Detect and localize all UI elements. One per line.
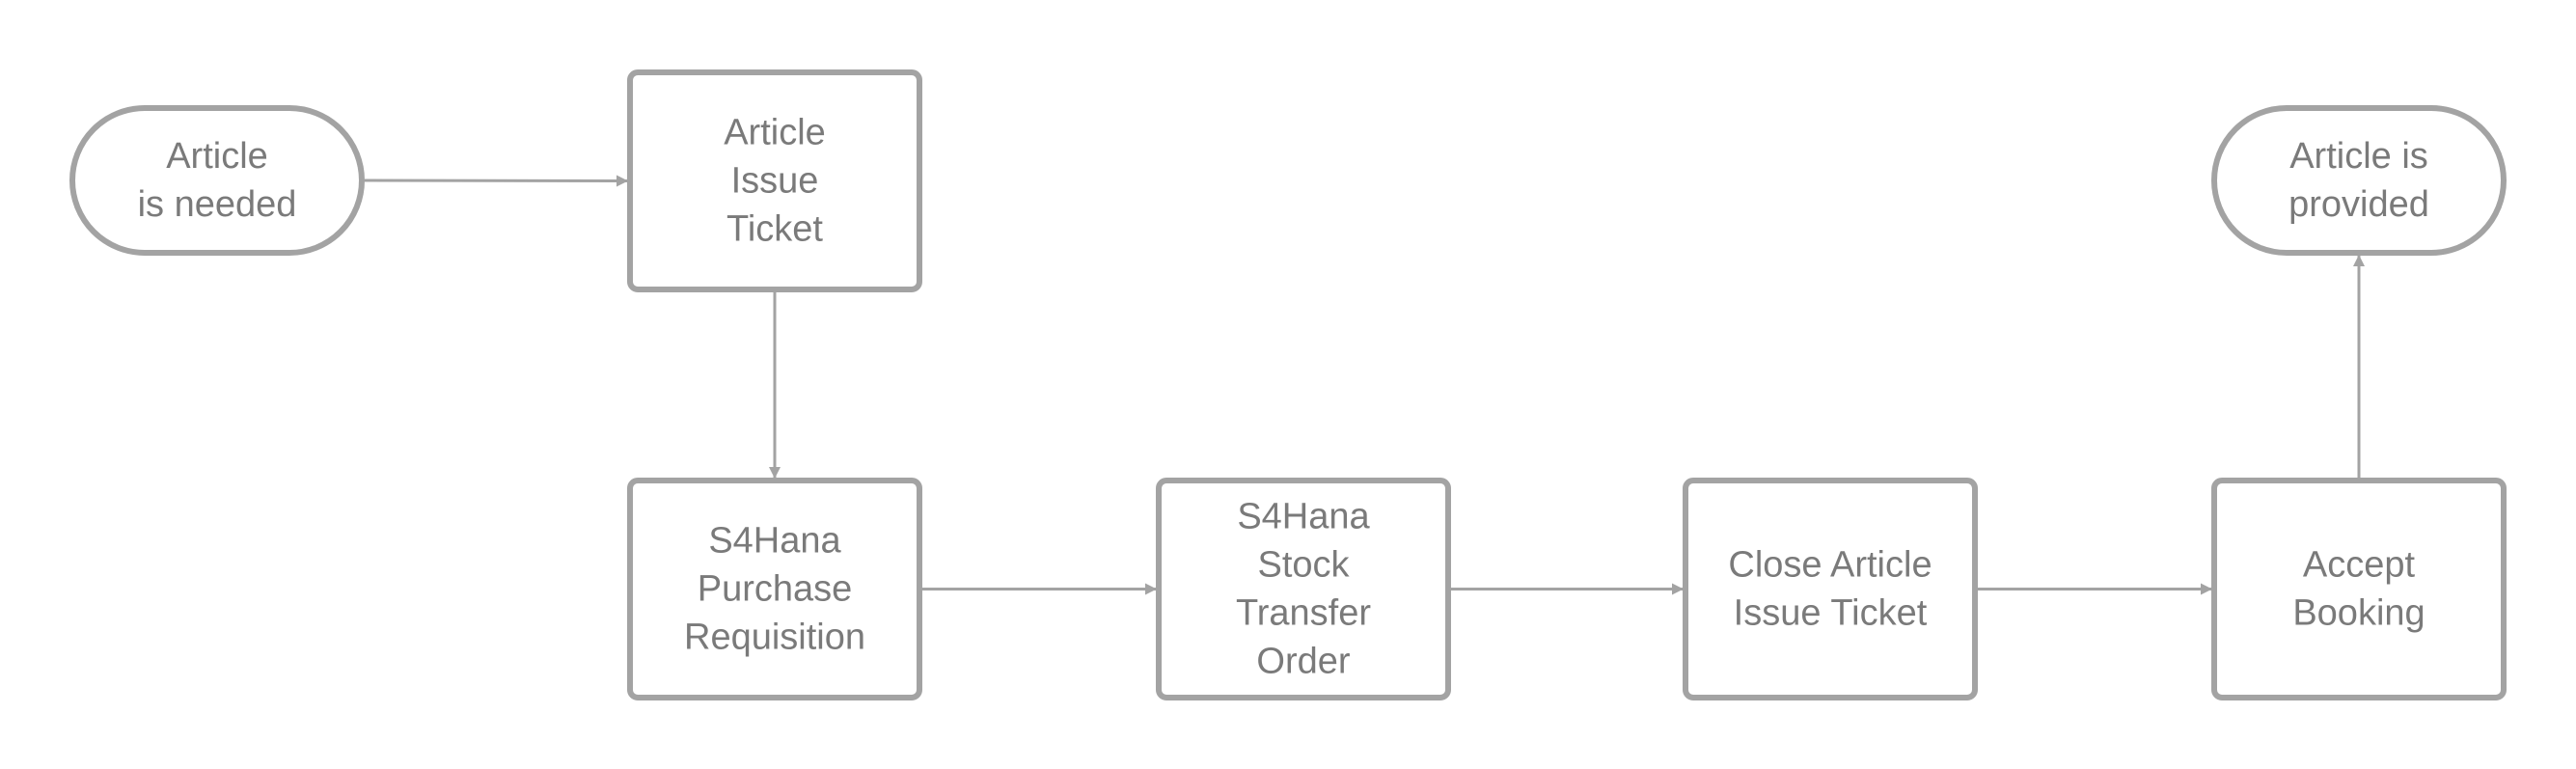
terminal-shape [69,105,365,256]
terminal-shape [2211,105,2507,256]
node-label-line: S4Hana [1237,497,1370,537]
node-label-line: S4Hana [708,521,841,562]
node-label-line: Accept [2303,545,2416,586]
process-box [627,478,922,700]
process-box [1683,478,1978,700]
node-article-needed: Article is needed [69,105,365,256]
node-label-line: Booking [2292,593,2425,634]
nodes-layer: Article is needed ArticleIssueTicketS4Hana… [69,69,2507,700]
node-label-line: Stock [1257,545,1350,586]
node-label-line: Order [1256,642,1350,682]
process-box [627,69,922,292]
node-label-line: is needed [138,184,297,225]
node-label-line: Transfer [1236,593,1371,634]
node-label-line: Purchase [698,569,853,610]
node-label-line: Article [166,136,268,177]
node-label-line: Close Article [1728,545,1932,586]
node-label-line: provided [2288,184,2429,225]
node-label-line: Requisition [684,618,865,658]
node-label-line: Article is [2289,136,2428,177]
node-label-line: Issue Ticket [1734,593,1928,634]
process-box [2211,478,2507,700]
node-label-line: Issue [731,161,819,202]
node-article-provided: Article is provided [2211,105,2507,256]
node-label-line: Ticket [726,209,823,250]
process-box [1156,478,1451,700]
edges-layer [364,175,2365,595]
node-label-line: Article [724,113,826,153]
arrow-article-needed-to-article-issue-ticket [364,175,628,187]
